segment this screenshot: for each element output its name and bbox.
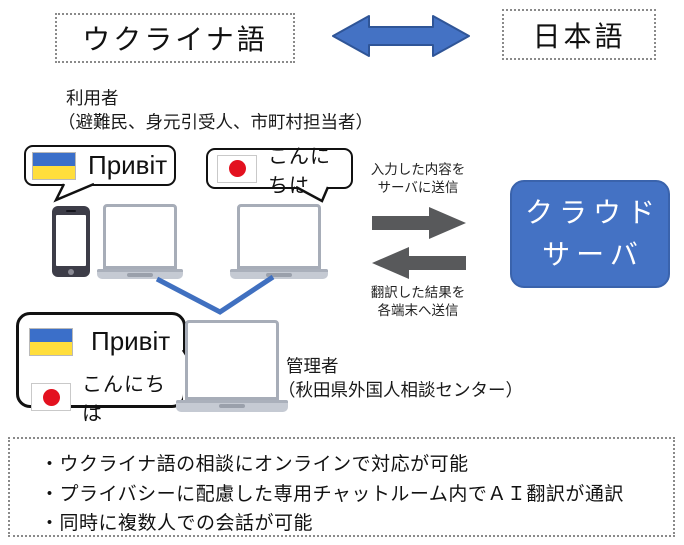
japanese-greeting-text: こんにちは — [82, 374, 166, 425]
cloud-server-label-line2: サーバ — [542, 239, 644, 270]
admin-detail: （秋田県外国人相談センター） — [278, 380, 523, 400]
ukrainian-greeting-text: Привіт — [88, 150, 168, 180]
feature-item: ・同時に複数人での会話が可能 — [40, 513, 314, 534]
ukraine-flag-icon — [29, 327, 73, 356]
features-box: ・ウクライナ語の相談にオンラインで対応が可能 ・プライバシーに配慮した専用チャッ… — [8, 437, 675, 537]
smartphone-icon — [52, 206, 90, 277]
download-note: 翻訳した結果を 各端末へ送信 — [364, 284, 472, 319]
ukrainian-language-box: ウクライナ語 — [55, 13, 295, 63]
speech-bubble-tail — [53, 182, 95, 203]
upload-note-line2: サーバに送信 — [377, 179, 459, 195]
japanese-greeting-text: こんにちは — [268, 145, 331, 197]
japanese-language-label: 日本語 — [532, 20, 626, 52]
speech-bubble-combined: Привіт こんにちは — [16, 312, 186, 425]
japanese-language-box: 日本語 — [502, 9, 656, 60]
cloud-server-label-line1: クラウド — [524, 197, 661, 228]
cloud-server-box: クラウド サーバ — [510, 180, 670, 288]
users-caption: 利用者 （避難民、身元引受人、市町村担当者） — [58, 86, 373, 134]
feature-item: ・プライバシーに配慮した専用チャットルーム内でＡＩ翻訳が通訳 — [40, 483, 624, 505]
japan-flag-dot — [42, 388, 60, 406]
ukrainian-language-label: ウクライナ語 — [82, 24, 268, 55]
admin-label: 管理者 — [286, 356, 339, 376]
users-detail: （避難民、身元引受人、市町村担当者） — [58, 112, 373, 132]
upload-note-line1: 入力した内容を — [370, 162, 466, 177]
users-label: 利用者 — [66, 88, 119, 108]
japan-flag-dot — [228, 160, 246, 177]
ukrainian-greeting-text: Привіт — [91, 326, 171, 356]
arrow-right-icon — [372, 207, 466, 239]
laptop-icon — [97, 204, 183, 279]
connection-lines — [155, 274, 275, 315]
speech-bubble-tail — [295, 185, 330, 203]
japan-flag-icon — [217, 154, 257, 183]
japan-flag-icon — [31, 383, 71, 411]
download-note-line2: 各端末へ送信 — [377, 302, 459, 318]
speech-bubble-japanese: こんにちは — [206, 146, 353, 197]
ukraine-flag-icon — [32, 151, 76, 180]
arrow-left-icon — [372, 247, 466, 279]
laptop-icon — [230, 204, 328, 279]
bidirectional-arrow-icon — [332, 15, 470, 57]
upload-note: 入力した内容を サーバに送信 — [364, 161, 472, 196]
admin-caption: 管理者 （秋田県外国人相談センター） — [278, 354, 523, 402]
admin-laptop-icon — [176, 320, 288, 412]
speech-bubble-ukrainian: Привіт — [24, 145, 176, 186]
feature-item: ・ウクライナ語の相談にオンラインで対応が可能 — [40, 454, 469, 475]
download-note-line1: 翻訳した結果を — [370, 285, 466, 300]
